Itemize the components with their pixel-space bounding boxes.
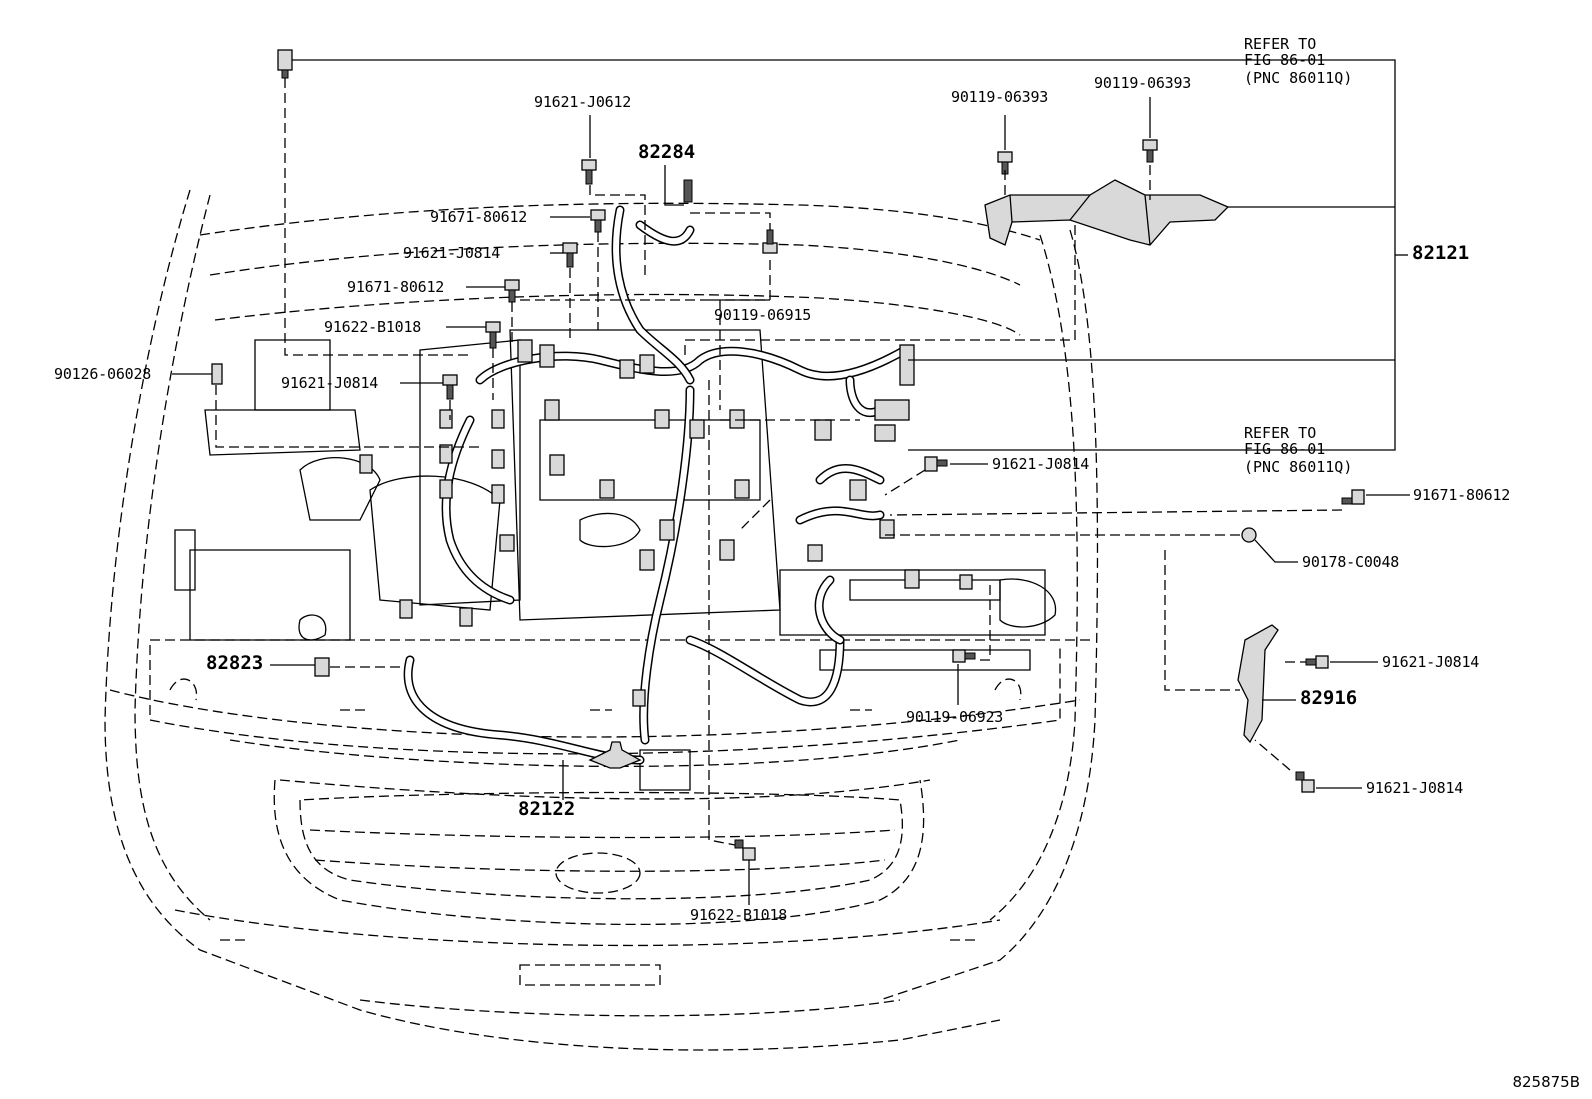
label-90119-06393-b: 90119-06393 (1094, 74, 1192, 92)
label-91621-J0814-c: 91621-J0814 (992, 455, 1090, 473)
label-91622-B1018-a: 91622-B1018 (324, 318, 422, 336)
bolt-91621-J0814-c (924, 456, 948, 472)
bolt-91621-J0814-d (1305, 655, 1329, 669)
label-90119-06393-a: 90119-06393 (951, 88, 1049, 106)
reference-note-mid: REFER TO FIG 86-01 (PNC 86011Q) (1244, 425, 1352, 475)
reference-top-line2: FIG 86-01 (1244, 51, 1326, 69)
label-90119-06915: 90119-06915 (714, 306, 812, 324)
label-91621-J0814-d: 91621-J0814 (1382, 653, 1480, 671)
part-82916-bracket (1237, 624, 1279, 744)
figure-number: 825875B (1512, 1073, 1580, 1091)
label-91621-J0814-b: 91621-J0814 (281, 374, 379, 392)
bolt-91621-J0612 (581, 159, 597, 185)
stud-90126-06028 (211, 363, 223, 385)
bolt-90119-06923 (952, 649, 976, 663)
label-82122: 82122 (518, 798, 576, 820)
clamp-82284 (683, 179, 693, 203)
bolt-91671-80612-c (1341, 489, 1365, 505)
fasteners (211, 49, 1365, 861)
bolt-91622-B1018-b (734, 839, 756, 861)
reference-note-top: REFER TO FIG 86-01 (PNC 86011Q) (1244, 36, 1352, 86)
label-91622-B1018-b: 91622-B1018 (690, 906, 788, 924)
clip-top-left (277, 49, 293, 79)
label-91671-80612-b: 91671-80612 (347, 278, 445, 296)
clip-82122 (588, 741, 642, 769)
wire-harness-bundles (403, 205, 910, 765)
label-90178-C0048: 90178-C0048 (1302, 553, 1400, 571)
bolt-91671-80612-b (504, 279, 520, 303)
label-90126-06028: 90126-06028 (54, 365, 152, 383)
label-91621-J0814-e: 91621-J0814 (1366, 779, 1464, 797)
leader-lines (172, 59, 1410, 905)
reference-top-line1: REFER TO (1244, 35, 1317, 53)
label-91621-J0814-a: 91621-J0814 (403, 244, 501, 262)
vehicle-body-outline (104, 189, 1099, 1051)
label-82823: 82823 (206, 652, 264, 674)
label-91621-J0612: 91621-J0612 (534, 93, 632, 111)
bolt-91621-J0814-b (442, 374, 458, 400)
bolt-91621-J0814-a (562, 242, 578, 268)
harness-connectors (359, 339, 973, 707)
reference-mid-line3: (PNC 86011Q) (1244, 458, 1353, 476)
reference-mid-line2: FIG 86-01 (1244, 440, 1326, 458)
nut-90178-C0048 (1241, 527, 1257, 543)
bolt-91671-80612-a (590, 209, 606, 233)
part-82121-bracket (984, 179, 1230, 246)
bolt-90119-06915 (762, 229, 778, 254)
bolt-90119-06393-b (1142, 139, 1158, 163)
label-82121: 82121 (1412, 242, 1470, 264)
reference-top-line3: (PNC 86011Q) (1244, 69, 1353, 87)
connector-82823 (314, 657, 330, 677)
label-91671-80612-a: 91671-80612 (430, 208, 528, 226)
bolt-91621-J0814-e (1295, 771, 1315, 793)
bolt-91622-B1018-a (485, 321, 501, 349)
label-90119-06923: 90119-06923 (906, 708, 1004, 726)
label-91671-80612-c: 91671-80612 (1413, 486, 1511, 504)
label-82916: 82916 (1300, 687, 1358, 709)
reference-mid-line1: REFER TO (1244, 424, 1317, 442)
label-82284: 82284 (638, 141, 696, 163)
